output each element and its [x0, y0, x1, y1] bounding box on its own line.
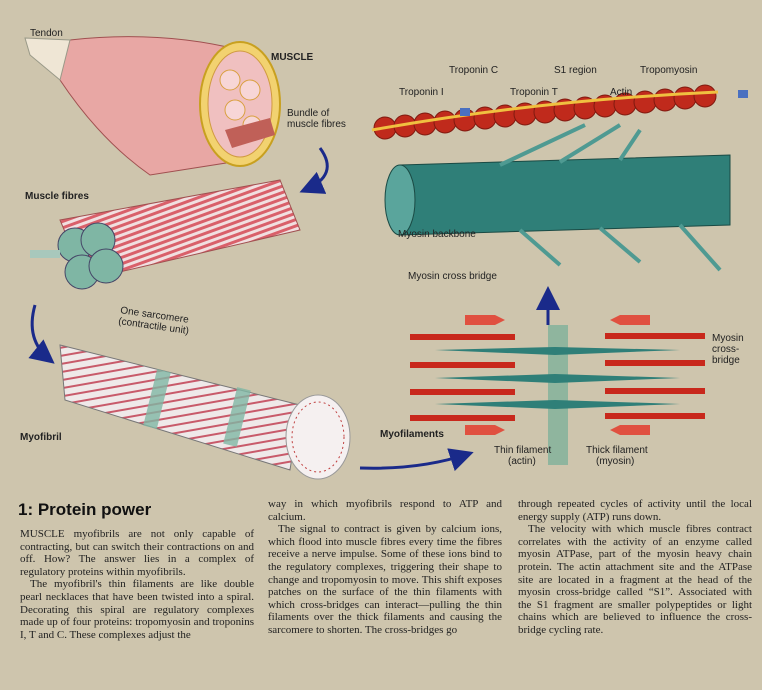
- myofibril-drawing: [59, 344, 351, 480]
- label-myofibril: Myofibril: [20, 432, 62, 443]
- paragraph: way in which myofibrils respond to ATP a…: [268, 498, 502, 523]
- label-myofilaments: Myofilaments: [380, 429, 444, 440]
- muscle-drawing: [24, 36, 281, 176]
- diagram-illustration: [24, 36, 748, 480]
- article-column-3: through repeated cycles of activity unti…: [518, 498, 752, 637]
- label-thin-filament: Thin filament: [494, 445, 552, 456]
- muscle-fibres-drawing: [30, 179, 301, 290]
- label-myosin-backbone: Myosin backbone: [398, 229, 476, 240]
- label-troponin-t: Troponin T: [510, 87, 558, 98]
- paragraph: through repeated cycles of activity unti…: [518, 498, 752, 523]
- article-column-2: way in which myofibrils respond to ATP a…: [268, 498, 502, 637]
- arrow-icon: [28, 304, 55, 364]
- label-myosin-cross-bridge: Myosin cross bridge: [408, 271, 497, 282]
- label-myosin-cross-bridge-2a: Myosin: [712, 333, 744, 344]
- paragraph: The myofibril's thin filaments are like …: [20, 578, 254, 641]
- label-troponin-c: Troponin C: [449, 65, 499, 76]
- label-bundle-2: muscle fibres: [287, 119, 346, 130]
- label-thick-filament: Thick filament: [586, 445, 648, 456]
- label-actin: Actin: [610, 87, 633, 98]
- actin-filament-drawing: [371, 84, 748, 140]
- article-column-1: MUSCLE myofibrils are not only capable o…: [20, 528, 254, 641]
- myosin-backbone-drawing: [384, 123, 731, 272]
- label-myosin-cross-bridge-2c: bridge: [712, 355, 740, 366]
- arrow-icon: [299, 147, 329, 194]
- label-troponin-i: Troponin I: [399, 87, 444, 98]
- myofilaments-drawing: [410, 315, 705, 465]
- label-myosin-cross-bridge-2b: cross-: [712, 344, 740, 355]
- label-tropomyosin: Tropomyosin: [640, 65, 698, 76]
- label-muscle-fibres: Muscle fibres: [25, 191, 89, 202]
- label-s1-region: S1 region: [554, 65, 597, 76]
- label-tendon: Tendon: [30, 28, 63, 39]
- label-bundle-1: Bundle of: [287, 108, 330, 119]
- paragraph: The velocity with which muscle fibres co…: [518, 523, 752, 636]
- arrow-icon: [359, 448, 474, 472]
- label-thick-filament-sub: (myosin): [596, 456, 635, 467]
- article-title: 1: Protein power: [18, 500, 152, 519]
- label-thin-filament-sub: (actin): [508, 456, 536, 467]
- paragraph: MUSCLE myofibrils are not only capable o…: [20, 528, 254, 578]
- label-muscle: MUSCLE: [271, 52, 314, 63]
- paragraph: The signal to contract is given by calci…: [268, 523, 502, 636]
